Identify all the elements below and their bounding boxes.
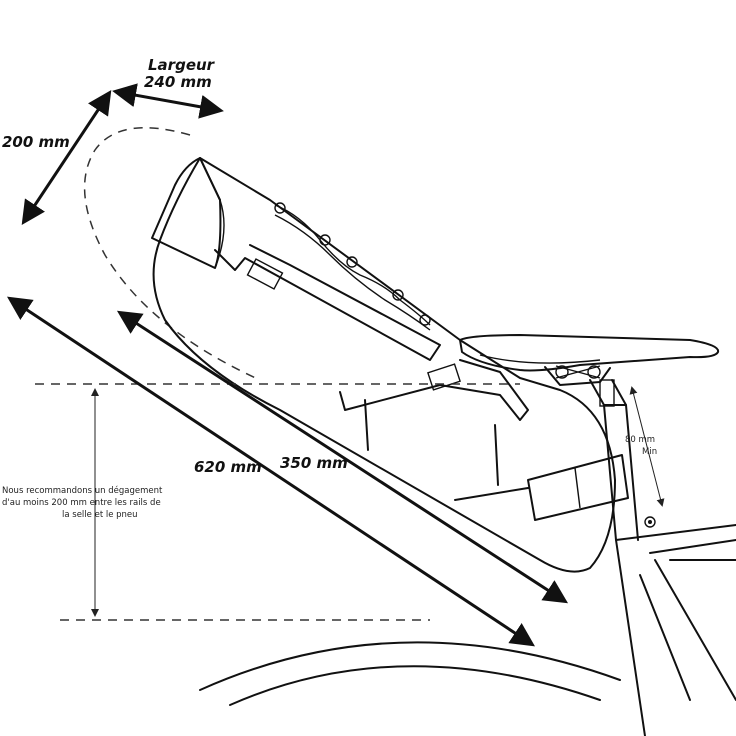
min-clearance-word: Min [642,447,657,457]
recommendation-line-2: d'au moins 200 mm entre les rails de [2,498,161,508]
recommendation-line-3: la selle et le pneu [62,510,138,520]
bag-length-value: 350 mm [280,454,348,472]
width-arrow [112,83,224,119]
height-value: 200 mm [2,133,70,151]
width-title: Largeur [148,56,216,74]
saddle [459,334,720,386]
seat-post [589,379,627,407]
total-length-arrow [6,296,536,647]
recommendation-line-1: Nous recommandons un dégagement [2,485,163,496]
width-value: 240 mm [144,73,212,91]
recommendation-note: Nous recommandons un dégagement d'au moi… [2,485,163,520]
saddle-bag [151,157,629,573]
max-volume-outline [83,126,261,381]
rear-wheel [199,641,621,706]
bag-length-arrow [116,310,569,604]
total-length-value: 620 mm [194,458,262,476]
bike-frame [603,404,736,736]
height-arrow [21,90,112,225]
min-clearance-value: 80 mm [625,435,655,445]
min-clearance-arrow [629,386,665,507]
